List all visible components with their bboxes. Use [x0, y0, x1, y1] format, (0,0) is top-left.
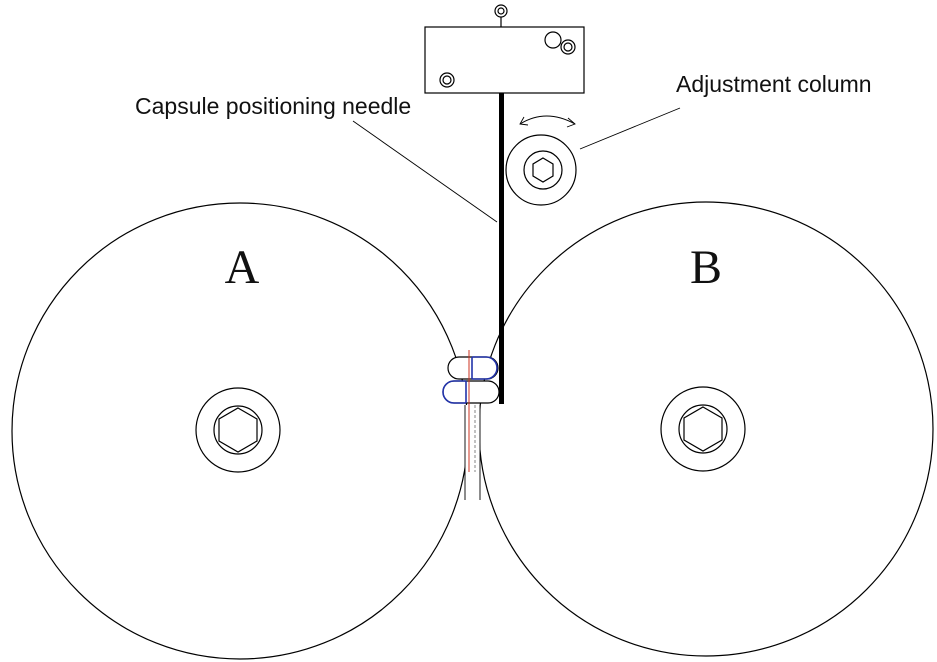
- capsule-upper: [447, 350, 499, 384]
- adjustment-column-label: Adjustment column: [676, 71, 872, 97]
- wheel-a-hex-nut-icon: [218, 407, 258, 453]
- housing-top-screw: [494, 4, 508, 18]
- needle-housing: [424, 4, 585, 94]
- wheel-b-label: B: [690, 241, 722, 294]
- housing-screw-3: [439, 72, 455, 88]
- housing-body: [424, 26, 585, 94]
- housing-screw-3-inner: [442, 75, 452, 85]
- wheel-a-label: A: [225, 241, 260, 294]
- adjustment-column-hex-icon: [532, 157, 554, 183]
- wheel-a-bolt-ring: [213, 405, 263, 455]
- capsule-upper-cap: [472, 356, 498, 380]
- wheel-a: A: [11, 202, 469, 660]
- wheel-gap: [465, 405, 480, 500]
- wheel-b-bolt-ring: [678, 404, 728, 454]
- rotation-arrow-icon: [519, 115, 576, 125]
- capsule-needle-label: Capsule positioning needle: [135, 93, 411, 119]
- capsule-upper-body: [447, 356, 499, 380]
- wheel-b-hex-nut-icon: [683, 406, 723, 452]
- wheel-b-hub: [660, 386, 746, 472]
- needle-leader-line: [352, 120, 498, 223]
- rotation-arrow-left-head: [519, 116, 529, 126]
- adjustment-column-outer: [505, 134, 577, 206]
- rotation-arrow-right-head: [566, 117, 576, 128]
- housing-screw-1: [544, 31, 562, 49]
- adjustment-column-inner: [523, 150, 563, 190]
- capsule-lower-cap: [442, 380, 466, 404]
- column-leader-line: [579, 107, 681, 150]
- capsule-lower-body: [442, 380, 500, 404]
- wheel-b: B: [478, 201, 934, 657]
- wheel-a-hub: [195, 387, 281, 473]
- housing-screw-2-inner: [563, 42, 573, 52]
- capsule-lower: [442, 378, 500, 408]
- capsule-positioning-needle: [499, 93, 504, 404]
- adjustment-column: [505, 115, 577, 206]
- housing-screw-2: [560, 39, 576, 55]
- housing-top-screw-inner: [497, 7, 505, 15]
